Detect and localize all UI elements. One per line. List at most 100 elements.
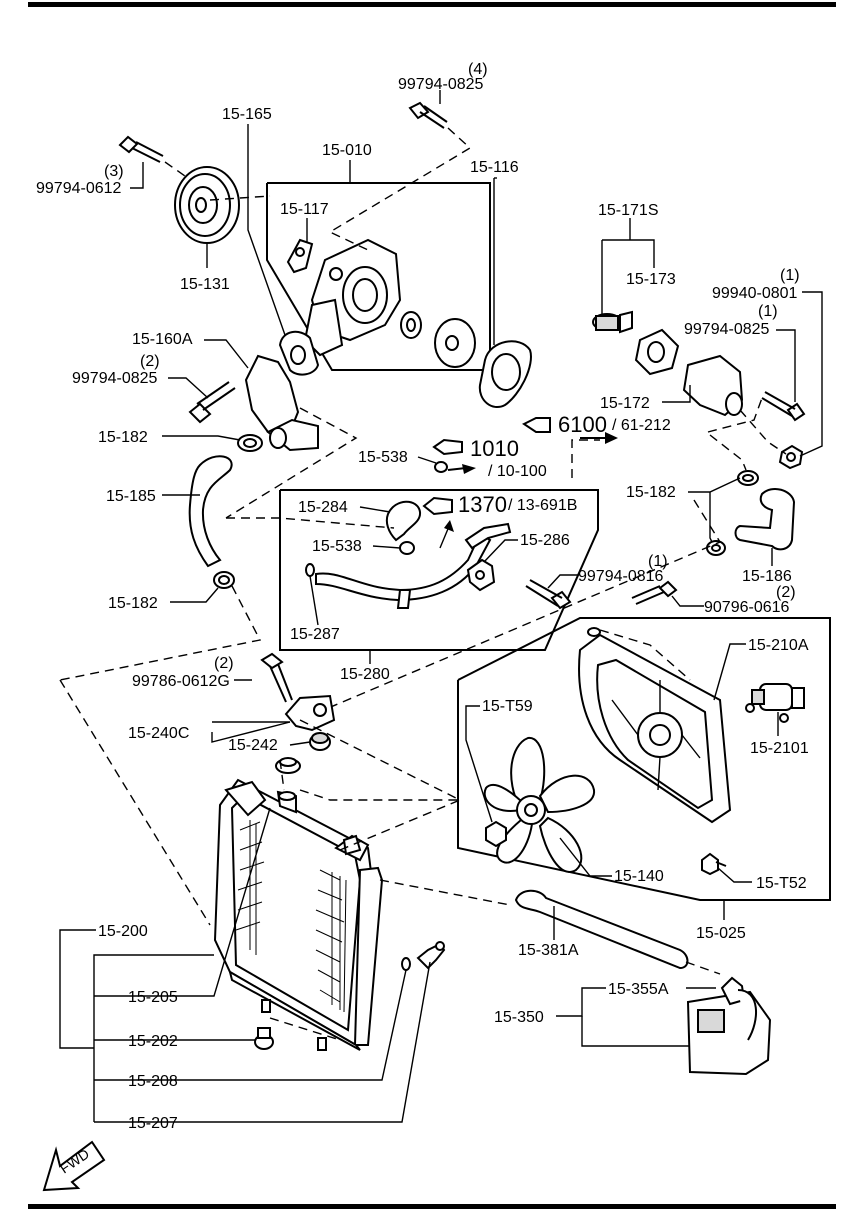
clamp-15-182-lower xyxy=(213,571,235,589)
bracket-15-240c-lines xyxy=(211,721,291,743)
leader xyxy=(776,329,796,402)
label-15-207: 15-207 xyxy=(128,1115,178,1132)
label-15-202: 15-202 xyxy=(128,1033,178,1050)
label-15-t59: 15-T59 xyxy=(482,698,533,715)
ref-arrow-1010 xyxy=(432,438,463,456)
ref-arrow-1370 xyxy=(422,496,453,516)
thermostat-cover-15-172 xyxy=(682,354,744,417)
gasket-15-173 xyxy=(634,328,680,376)
arrow-line xyxy=(439,523,451,549)
dashed-guide xyxy=(269,1017,341,1041)
bolt-99786-0612g xyxy=(260,652,293,703)
plug-15-538-box xyxy=(399,541,415,555)
ref-1370: 1370 xyxy=(458,492,507,517)
label-15-185: 15-185 xyxy=(106,488,156,505)
bolt-99794-0612 xyxy=(118,135,164,163)
leader xyxy=(170,587,219,603)
label-15-286: 15-286 xyxy=(520,532,570,549)
clamp-15-182-right-top xyxy=(737,470,759,486)
pump-impeller xyxy=(434,318,476,368)
label-15-210a: 15-210A xyxy=(748,637,809,654)
bracket-part-15-286 xyxy=(466,558,496,592)
plug-15-538-top xyxy=(434,461,448,473)
leader xyxy=(483,539,518,563)
fan-shroud-15-210a xyxy=(578,627,732,824)
leader xyxy=(204,339,249,369)
label-15-280: 15-280 xyxy=(340,666,390,683)
label-15-350: 15-350 xyxy=(494,1009,544,1026)
dashed-guide xyxy=(379,879,511,906)
bracket-15-280 xyxy=(279,489,599,651)
bolt-99794-0825-outlet xyxy=(188,381,236,424)
water-pump-body xyxy=(303,238,402,357)
leader xyxy=(168,377,209,399)
arrow-head xyxy=(605,432,618,444)
label-15-117: 15-117 xyxy=(280,201,329,218)
label-99940-0801: 99940-0801 xyxy=(712,285,798,302)
dashed-guide xyxy=(59,679,211,926)
label-15-t52: 15-T52 xyxy=(756,875,807,892)
dashed-guide xyxy=(599,629,691,681)
label-15-182-lower: 15-182 xyxy=(108,595,158,612)
bracket-15-350 xyxy=(581,1016,690,1047)
clamp-15-182-upper xyxy=(237,434,263,452)
leader xyxy=(465,705,493,823)
label-99794-0825-thermostat: 99794-0825 xyxy=(684,321,770,338)
reserve-tank-15-350 xyxy=(686,976,772,1076)
dashed-guide xyxy=(279,759,285,791)
label-15-140: 15-140 xyxy=(614,868,664,885)
leader xyxy=(559,837,612,877)
leader xyxy=(162,435,241,441)
bolt-99794-0816 xyxy=(525,579,572,610)
dashed-guide xyxy=(707,397,763,433)
label-15-182-upper: 15-182 xyxy=(98,429,148,446)
pulley-15-131 xyxy=(174,166,240,244)
thermostat-15-171s xyxy=(592,310,633,334)
label-15-165: 15-165 xyxy=(222,106,272,123)
gasket-15-116 xyxy=(478,340,532,408)
qty-99794-0825-top: (4) xyxy=(468,61,488,78)
label-15-131: 15-131 xyxy=(180,276,230,293)
label-15-381a: 15-381A xyxy=(518,942,579,959)
label-15-173: 15-173 xyxy=(626,271,676,288)
dashed-guide xyxy=(299,499,722,721)
label-99794-0816: 99794-0816 xyxy=(578,568,664,585)
ref-61-212: / 61-212 xyxy=(612,417,671,434)
qty-99794-0825-outlet: (2) xyxy=(140,353,160,370)
dashed-guide xyxy=(739,409,787,455)
label-99786-0612g: 99786-0612G xyxy=(132,673,230,690)
hose-15-186 xyxy=(734,487,796,551)
leader xyxy=(717,867,752,883)
bracket-15-240c xyxy=(284,694,336,732)
arrow-head xyxy=(462,464,476,474)
qty-99794-0825-thermostat: (1) xyxy=(758,303,778,320)
label-15-025: 15-025 xyxy=(696,925,746,942)
label-15-242: 15-242 xyxy=(228,737,278,754)
bolt-90796-0616 xyxy=(631,580,678,605)
hose-15-381a xyxy=(514,889,689,970)
leader xyxy=(799,291,823,457)
label-15-171s: 15-171S xyxy=(598,202,659,219)
qty-99794-0816: (1) xyxy=(648,553,668,570)
label-99794-0612: 99794-0612 xyxy=(36,180,122,197)
bolt-99794-0825-top xyxy=(408,101,448,129)
dashed-guide xyxy=(59,585,262,681)
label-15-287: 15-287 xyxy=(290,626,340,643)
nut-99940-0801 xyxy=(778,444,804,470)
leader xyxy=(709,492,715,547)
label-15-182-right: 15-182 xyxy=(626,484,676,501)
label-15-208: 15-208 xyxy=(128,1073,178,1090)
fan-motor-15-2101 xyxy=(745,683,805,723)
leader xyxy=(359,506,391,513)
dashed-guide xyxy=(164,161,186,177)
leader xyxy=(688,477,741,493)
label-15-116: 15-116 xyxy=(470,159,519,176)
label-15-240c: 15-240C xyxy=(128,725,189,742)
label-99794-0825-outlet: 99794-0825 xyxy=(72,370,158,387)
label-15-200: 15-200 xyxy=(98,923,148,940)
label-15-172: 15-172 xyxy=(600,395,650,412)
label-15-2101: 15-2101 xyxy=(750,740,809,757)
dashed-guide xyxy=(571,439,600,478)
leader xyxy=(417,456,437,464)
